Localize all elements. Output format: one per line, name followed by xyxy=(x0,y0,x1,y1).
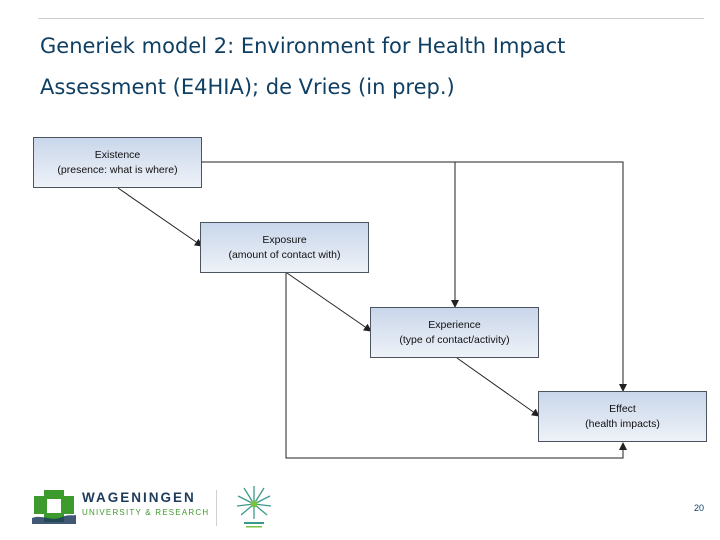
wageningen-logo-mark-icon xyxy=(32,490,76,524)
box-exposure: Exposure (amount of contact with) xyxy=(200,222,369,273)
slide-title-line-2: Assessment (E4HIA); de Vries (in prep.) xyxy=(40,75,455,99)
top-rule xyxy=(38,18,704,19)
box-effect-title: Effect xyxy=(609,402,636,415)
logo-divider xyxy=(216,490,217,526)
slide-title: Generiek model 2: Environment for Health… xyxy=(40,26,700,108)
arrow-existence-to-effect xyxy=(455,161,627,392)
box-effect-subtitle: (health impacts) xyxy=(585,417,660,430)
box-effect: Effect (health impacts) xyxy=(538,391,707,442)
box-existence-title: Existence xyxy=(94,148,141,161)
box-experience-subtitle: (type of contact/activity) xyxy=(399,333,510,346)
box-exposure-subtitle: (amount of contact with) xyxy=(228,248,341,261)
box-existence: Existence (presence: what is where) xyxy=(33,137,202,188)
wageningen-logo: WAGENINGEN UNIVERSITY & RESEARCH xyxy=(32,486,210,526)
arrow-exposure-to-experience xyxy=(286,272,372,332)
slide-title-line-1: Generiek model 2: Environment for Health… xyxy=(40,34,566,58)
logo-subtitle: UNIVERSITY & RESEARCH xyxy=(82,508,210,517)
box-existence-subtitle: (presence: what is where) xyxy=(57,163,178,176)
box-exposure-title: Exposure xyxy=(262,233,307,246)
arrow-existence-to-exposure xyxy=(117,187,203,247)
logo-name: WAGENINGEN xyxy=(82,490,196,505)
page-number: 20 xyxy=(693,503,704,513)
arrow-exposure-to-effect xyxy=(285,273,627,459)
box-experience-title: Experience xyxy=(428,318,481,331)
arrow-experience-to-effect xyxy=(456,357,540,417)
leaf-emblem-icon xyxy=(236,486,272,528)
box-experience: Experience (type of contact/activity) xyxy=(370,307,539,358)
